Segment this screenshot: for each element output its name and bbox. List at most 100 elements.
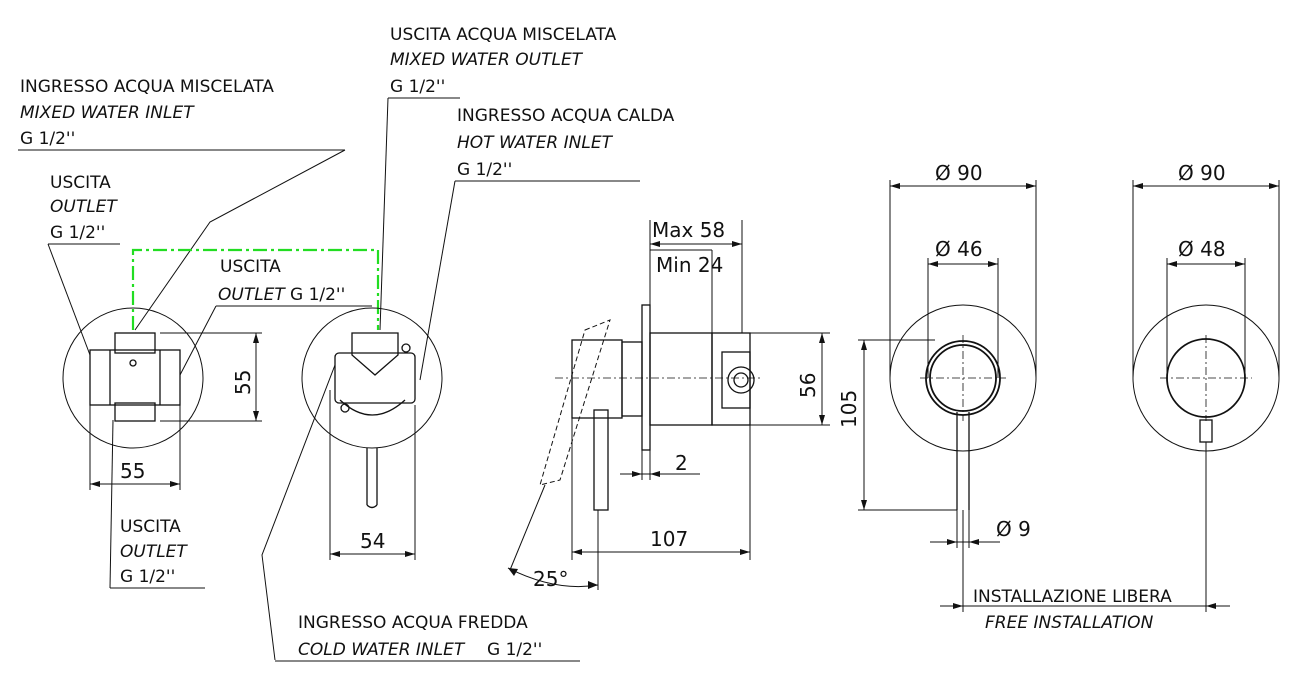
arrow: [819, 415, 825, 425]
side-port-inner: [733, 372, 749, 388]
dim-handle-dia-b: Ø 48: [1178, 237, 1226, 261]
dim-plate-height: 105: [837, 390, 861, 428]
side-lever: [593, 409, 609, 511]
outlet-mid-callout: USCITA OUTLET G 1/2'': [179, 257, 372, 376]
outlet-bottom-leader: [109, 419, 114, 589]
arrow: [819, 333, 825, 343]
body-pin: [129, 359, 137, 367]
arrow: [650, 471, 660, 477]
arrow: [572, 549, 582, 555]
side-sleeve: [649, 332, 713, 426]
mixed-outlet-leader: [379, 97, 389, 331]
cold-inlet-size: G 1/2'': [487, 640, 542, 660]
cold-inlet-en: COLD WATER INLET: [298, 640, 466, 660]
arrow: [632, 471, 642, 477]
body-rect: [89, 349, 181, 406]
side-port-outer: [727, 366, 755, 394]
outlet-mid-it: USCITA: [220, 257, 281, 277]
view-body-with-lever: 54: [301, 307, 443, 560]
arrow: [928, 261, 938, 267]
mixed-inlet-en: MIXED WATER INLET: [20, 103, 195, 123]
outlet-left-leader: [47, 243, 91, 356]
arrow: [740, 549, 750, 555]
mixed-inlet-size: G 1/2'': [20, 129, 75, 149]
outlet-left-size: G 1/2'': [50, 223, 105, 243]
arrow: [1167, 261, 1177, 267]
front-b-notch: [1199, 419, 1213, 443]
arrow: [253, 333, 259, 343]
hot-inlet-leader: [419, 180, 456, 381]
mixed-outlet-en: MIXED WATER OUTLET: [390, 50, 584, 70]
cold-inlet-callout: INGRESSO ACQUA FREDDA COLD WATER INLET G…: [261, 364, 580, 662]
free-installation-en: FREE INSTALLATION: [985, 613, 1154, 633]
mixed-inlet-callout: INGRESSO ACQUA MISCELATA MIXED WATER INL…: [18, 77, 346, 331]
dim-body-depth: 56: [796, 373, 820, 398]
view2-screw-1: [401, 343, 411, 353]
dim-max-depth: Max 58: [652, 218, 725, 242]
outlet-left-it: USCITA: [50, 173, 111, 193]
arrow: [969, 539, 979, 545]
arrow: [947, 539, 957, 545]
outlet-mid-en: OUTLET: [218, 285, 286, 305]
view-front-a: Ø 90 Ø 46 105 Ø 9: [837, 161, 1037, 548]
arrow: [253, 411, 259, 421]
arrow: [650, 241, 660, 247]
outlet-left-callout: USCITA OUTLET G 1/2'': [47, 173, 120, 356]
arrow: [90, 481, 100, 487]
view-front-b: Ø 90 Ø 48: [1132, 161, 1280, 452]
outlet-bottom-size: G 1/2'': [120, 567, 175, 587]
dim-body-height: 55: [231, 370, 255, 395]
side-valve-inner: [721, 351, 751, 409]
view-body-top: 55 55: [62, 307, 262, 490]
mixed-inlet-leader: [134, 149, 346, 331]
mixed-inlet-it: INGRESSO ACQUA MISCELATA: [20, 77, 274, 97]
side-valve-body: [711, 332, 751, 426]
outlet-left-en: OUTLET: [50, 197, 118, 217]
dim-lever-dia: Ø 9: [996, 517, 1031, 541]
outlet-bottom-callout: USCITA OUTLET G 1/2'': [109, 419, 205, 589]
arrow: [861, 340, 867, 350]
arrow: [1269, 183, 1279, 189]
mixed-outlet-size: G 1/2'': [390, 77, 445, 97]
arrow: [861, 500, 867, 510]
arrow: [588, 581, 598, 589]
free-installation: INSTALLAZIONE LIBERA FREE INSTALLATION: [940, 442, 1230, 633]
arrow: [1235, 261, 1245, 267]
arrow: [330, 551, 340, 557]
dim-min-depth: Min 24: [656, 253, 723, 277]
arrow: [1206, 603, 1216, 609]
arrow: [988, 261, 998, 267]
body-top-boss: [114, 332, 156, 354]
view2-screw-2: [340, 403, 350, 413]
view2-lower-arc: [339, 399, 406, 416]
outlet-mid-leader: [179, 305, 217, 376]
side-collar: [621, 341, 643, 417]
outlet-mid-size: G 1/2'': [290, 285, 345, 305]
hot-inlet-callout: INGRESSO ACQUA CALDA HOT WATER INLET G 1…: [419, 106, 675, 381]
free-installation-it: INSTALLAZIONE LIBERA: [973, 587, 1172, 607]
outlet-bottom-it: USCITA: [120, 517, 181, 537]
dim-total-depth: 107: [650, 527, 688, 551]
dim-plate-dia-a: Ø 90: [935, 161, 983, 185]
arrow: [170, 481, 180, 487]
body-outer-circle: [62, 307, 204, 449]
dim-handle-dia-a: Ø 46: [935, 237, 983, 261]
view2-body: [334, 352, 416, 404]
arrow: [1026, 183, 1036, 189]
dim-body-width: 55: [120, 459, 145, 483]
hot-inlet-en: HOT WATER INLET: [457, 133, 614, 153]
arrow: [508, 568, 518, 576]
view2-outer-circle: [301, 307, 443, 449]
hot-inlet-size: G 1/2'': [457, 160, 512, 180]
arrow: [890, 183, 900, 189]
view-side: Max 58 Min 24 56 2 107: [507, 218, 830, 591]
outlet-bottom-en: OUTLET: [120, 542, 188, 562]
view2-lever-end: [366, 504, 378, 509]
cold-inlet-it: INGRESSO ACQUA FREDDA: [298, 613, 528, 633]
dim-ext: [509, 484, 546, 571]
arrow: [405, 551, 415, 557]
dim-wall-plate: 2: [675, 451, 688, 475]
side-handle-body: [571, 339, 623, 419]
side-wall-plate: [641, 304, 651, 451]
